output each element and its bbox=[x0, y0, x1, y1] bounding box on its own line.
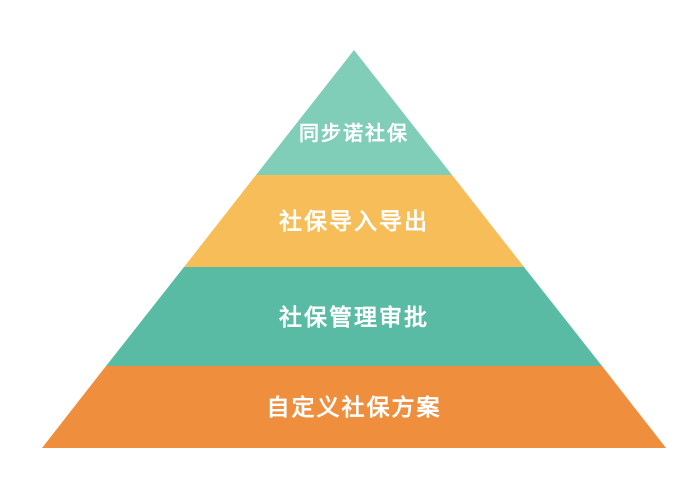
pyramid-layer-1-shape bbox=[256, 50, 452, 175]
pyramid-layer-1-label: 同步诺社保 bbox=[299, 121, 409, 145]
pyramid-layer-3-label: 社保管理审批 bbox=[279, 304, 429, 330]
pyramid-layer-4-label: 自定义社保方案 bbox=[267, 394, 442, 420]
pyramid-layer-3-shape bbox=[106, 267, 602, 366]
pyramid-layer-2-shape bbox=[184, 175, 524, 267]
pyramid-layer-2-label: 社保导入导出 bbox=[279, 208, 429, 234]
pyramid-layer-4-shape bbox=[42, 366, 666, 448]
